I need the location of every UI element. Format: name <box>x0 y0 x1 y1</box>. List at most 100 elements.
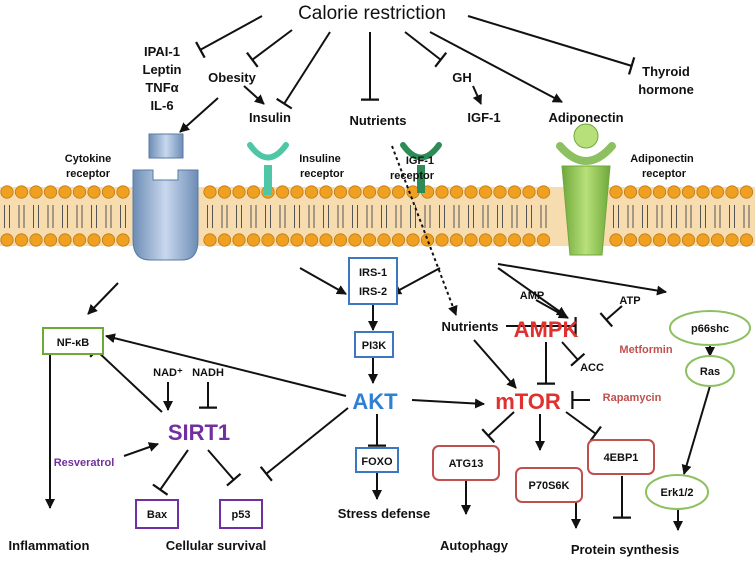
nfkb-label: NF-κB <box>57 337 89 349</box>
lipid-head <box>319 233 333 247</box>
insulin-label: Insulin <box>249 110 291 125</box>
lipid-head <box>725 233 739 247</box>
ras-oval <box>685 355 735 387</box>
lipid-head <box>29 233 43 247</box>
amp-label: AMP <box>520 290 544 302</box>
lipid-head <box>478 233 493 247</box>
lipid-head <box>696 185 710 199</box>
lipid-head <box>58 185 72 199</box>
gh-label: GH <box>452 70 472 85</box>
pi3k-label: PI3K <box>362 340 387 352</box>
lipid-head <box>275 233 290 247</box>
lipid-head <box>478 185 493 199</box>
lipid-head <box>261 233 275 247</box>
lipid-head <box>435 233 449 247</box>
lipid-head <box>493 185 507 199</box>
lipid-head <box>72 233 87 247</box>
atg13-label: ATG13 <box>449 458 484 470</box>
lipid-head <box>43 185 58 199</box>
p70s6k-box <box>515 467 583 503</box>
lipid-head <box>391 233 406 247</box>
irs2-label: IRS-2 <box>359 286 387 298</box>
foxo-label: FOXO <box>361 456 393 468</box>
4ebp1-label: 4EBP1 <box>604 452 639 464</box>
lipid-head <box>377 233 391 247</box>
lipid-head <box>696 233 710 247</box>
inflammation-label: Inflammation <box>9 538 90 553</box>
acc-label: ACC <box>580 362 604 374</box>
p66shc-label: p66shc <box>691 323 729 335</box>
lipid-head <box>87 233 101 247</box>
lipid-head <box>275 185 290 199</box>
lipid-head <box>449 233 464 247</box>
autophagy-label: Autophagy <box>440 538 509 553</box>
igf1-receptor <box>400 142 442 193</box>
lipid-head <box>609 233 623 247</box>
nutrients-label: Nutrients <box>349 113 406 128</box>
cytokine-receptor <box>132 133 199 261</box>
4ebp1-box <box>587 439 655 475</box>
lipid-head <box>493 233 507 247</box>
p53-label: p53 <box>232 509 251 521</box>
lipid-head <box>290 185 304 199</box>
igf1-label: IGF-1 <box>467 110 500 125</box>
leptin-label: Leptin <box>143 62 182 77</box>
lipid-head <box>536 233 551 247</box>
lipid-head <box>623 185 638 199</box>
lipid-head <box>464 185 478 199</box>
foxo-box <box>355 447 399 473</box>
node-shapes <box>42 257 751 529</box>
nad-label: NAD⁺ <box>153 367 183 379</box>
il6-label: IL-6 <box>150 98 173 113</box>
lipid-head <box>609 185 623 199</box>
lipid-head <box>232 185 246 199</box>
thyroid-label-line2: hormone <box>638 82 694 97</box>
adiponectin-receptor-label-line1: Adiponectin <box>630 153 694 165</box>
lipid-head <box>246 233 261 247</box>
cellular-survival-label: Cellular survival <box>166 538 266 553</box>
lipid-head <box>362 233 377 247</box>
thyroid-label-line1: Thyroid <box>642 64 690 79</box>
lipid-head <box>667 233 681 247</box>
igf1-receptor-label-line1: IGF-1 <box>406 155 434 167</box>
p66shc-oval <box>669 310 751 346</box>
adiponectin-receptor <box>556 123 616 256</box>
resveratrol-label: Resveratrol <box>54 457 115 469</box>
lipid-head <box>43 233 58 247</box>
lipid-head <box>507 185 522 199</box>
bax-label: Bax <box>147 509 168 521</box>
nutrients2-label: Nutrients <box>441 319 498 334</box>
atp-label: ATP <box>619 295 640 307</box>
irs-box <box>348 257 398 305</box>
igf1-receptor-label-line2: receptor <box>390 170 435 182</box>
atg13-box <box>432 445 500 481</box>
lipid-head <box>72 185 87 199</box>
lipid-head <box>348 233 362 247</box>
lipid-head <box>101 233 116 247</box>
lipid-head <box>652 185 667 199</box>
nfkb-box <box>42 327 104 355</box>
erk-oval <box>645 474 709 510</box>
sirt1-label: SIRT1 <box>168 420 230 445</box>
lipid-head <box>449 185 464 199</box>
lipid-head <box>14 233 29 247</box>
lipid-head <box>435 185 449 199</box>
lipid-head <box>536 185 551 199</box>
lipid-head <box>58 233 72 247</box>
adiponectin-receptor-label-line2: receptor <box>642 168 687 180</box>
title: Calorie restriction <box>298 3 446 24</box>
tnfa-label: TNFα <box>145 80 178 95</box>
p70s6k-label: P70S6K <box>529 480 570 492</box>
connectors <box>45 15 715 531</box>
ampk-label: AMPK <box>514 317 579 342</box>
lipid-head <box>739 233 754 247</box>
p53-box <box>219 499 263 529</box>
lipid-head <box>116 185 130 199</box>
lipid-head <box>638 185 652 199</box>
nadh-label: NADH <box>192 367 224 379</box>
ras-label: Ras <box>700 366 720 378</box>
lipid-head <box>232 233 246 247</box>
lipid-bilayer <box>0 185 754 247</box>
obesity-label: Obesity <box>208 70 256 85</box>
lipid-head <box>203 233 217 247</box>
